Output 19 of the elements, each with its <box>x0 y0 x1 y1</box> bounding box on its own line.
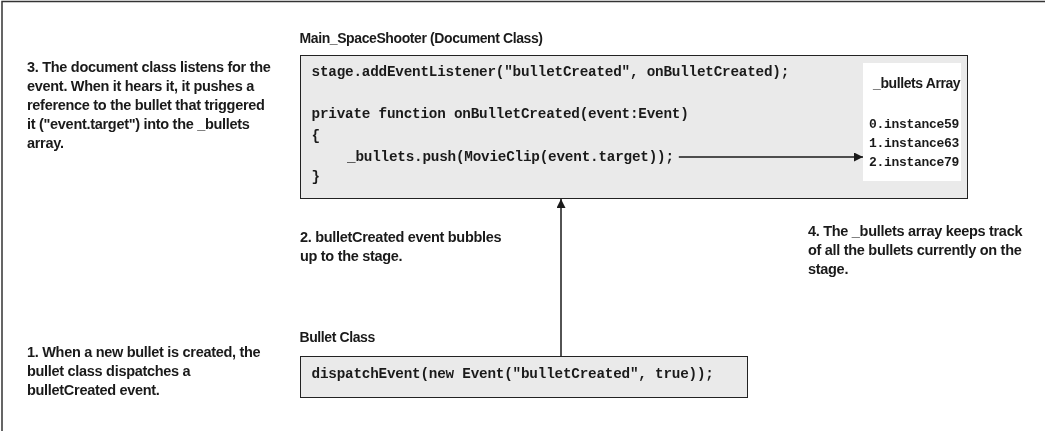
annotation-text: 4. The _bullets array keeps track of all the bullets currently on the stage. <box>808 222 1024 279</box>
section-heading: Main_SpaceShooter (Document Class) <box>299 29 543 46</box>
annotation-text: 3. The document class listens for the event. When it hears it, it pushes a reference to the bullet that triggered it ("event.target") into the _bullets array. <box>27 58 272 153</box>
annotation-text: 2. bulletCreated event bubbles up to the stage. <box>300 228 503 266</box>
code-line: { <box>311 127 320 144</box>
arrow <box>556 198 566 357</box>
arrow <box>678 152 864 162</box>
code-line: dispatchEvent(new Event("bulletCreated", true)); <box>311 365 714 382</box>
array-item: 1.instance63 <box>869 136 959 151</box>
code-line: } <box>311 168 320 185</box>
section-heading: Bullet Class <box>299 328 375 345</box>
annotation-text: 1. When a new bullet is created, the bullet class dispatches a bulletCreated event. <box>27 343 262 400</box>
array-item: 0.instance59 <box>869 117 959 132</box>
code-line: _bullets.push(MovieClip(event.target)); <box>347 149 674 165</box>
code-line: private function onBulletCreated(event:Event) <box>311 105 689 122</box>
array-item: 2.instance79 <box>869 155 959 170</box>
array-box <box>863 63 961 181</box>
code-line: stage.addEventListener("bulletCreated", onBulletCreated); <box>311 63 790 80</box>
array-heading: _bullets Array <box>873 75 961 91</box>
